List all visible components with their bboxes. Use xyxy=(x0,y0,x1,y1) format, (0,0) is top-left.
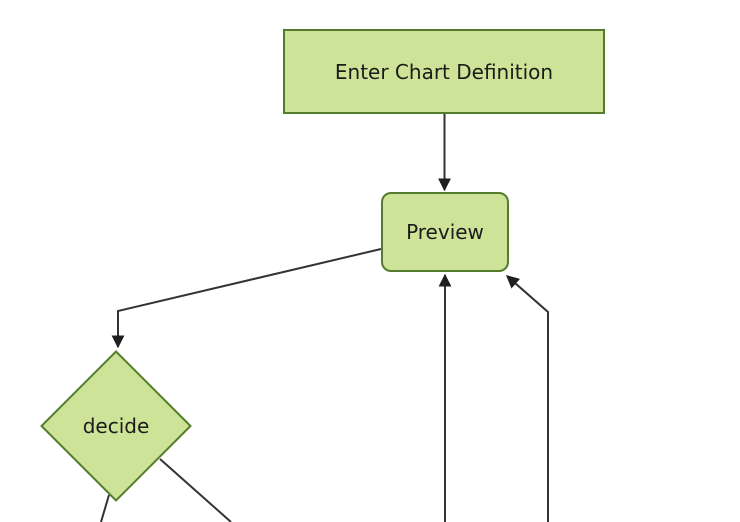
node-preview-label: Preview xyxy=(406,220,484,244)
node-enter-chart-definition-label: Enter Chart Definition xyxy=(334,59,554,84)
node-preview: Preview xyxy=(381,192,509,272)
node-decide-label: decide xyxy=(82,414,150,438)
edge-bottom-right-to-preview xyxy=(506,275,549,522)
node-decide: decide xyxy=(40,350,192,502)
edge-decide-to-offscreen-left xyxy=(100,494,110,522)
edge-preview-to-decide xyxy=(111,248,382,349)
edge-decide-to-offscreen-right xyxy=(159,458,232,522)
node-enter-chart-definition: Enter Chart Definition xyxy=(283,29,605,114)
decide-diamond-shape xyxy=(40,350,192,502)
